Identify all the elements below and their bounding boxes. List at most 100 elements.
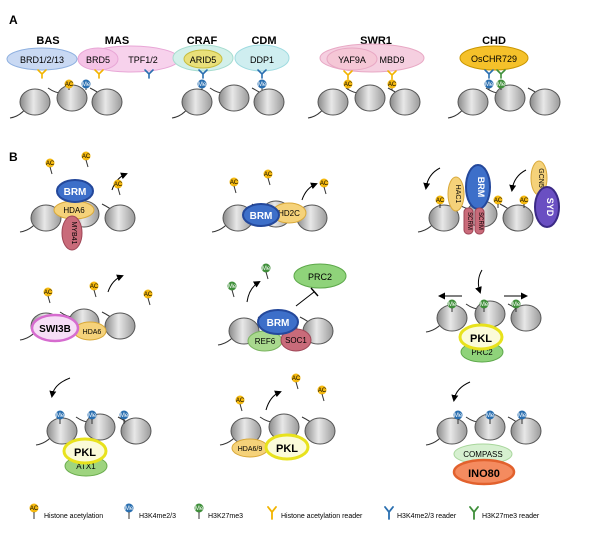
histone-marks-a: AC Me Me Me AC AC Me Me xyxy=(64,79,506,90)
svg-text:SWI3B: SWI3B xyxy=(39,324,71,335)
svg-text:BRD1/2/13: BRD1/2/13 xyxy=(20,55,64,65)
svg-text:AC: AC xyxy=(230,180,239,186)
legend-label-acetyl-reader: Histone acetylation reader xyxy=(281,513,363,520)
protein-brd1213: BRD1/2/13 xyxy=(6,47,78,71)
group-title-chd: CHD xyxy=(482,35,506,47)
svg-text:Me: Me xyxy=(486,413,495,419)
chromatin-a-1 xyxy=(9,84,123,119)
svg-text:AC: AC xyxy=(520,198,529,204)
svg-text:BRD5: BRD5 xyxy=(86,55,110,65)
protein-ddp1: DDP1 xyxy=(234,44,290,72)
cell-pkl-prc2: PRC2 PKL Me Me Me xyxy=(438,269,528,363)
protein-brd5-tpf12: BRD5 TPF1/2 xyxy=(77,45,180,73)
chromatin-b-8 xyxy=(219,413,336,446)
svg-text:TPF1/2: TPF1/2 xyxy=(128,55,158,65)
svg-text:YAF9A: YAF9A xyxy=(338,55,366,65)
svg-text:AC: AC xyxy=(46,161,55,167)
histone-acetylation-icon: AC xyxy=(29,503,39,519)
svg-text:PRC2: PRC2 xyxy=(471,348,493,357)
svg-text:AC: AC xyxy=(494,198,503,204)
svg-text:Me: Me xyxy=(262,266,271,272)
svg-text:SOC1: SOC1 xyxy=(285,336,307,345)
svg-text:BRM: BRM xyxy=(476,177,486,198)
h3k4-reader-icon xyxy=(384,506,394,520)
acetylation-reader-icon xyxy=(267,506,277,520)
svg-text:Me: Me xyxy=(497,82,506,88)
svg-text:AC: AC xyxy=(344,82,353,88)
panel-a-letter: A xyxy=(9,13,18,27)
svg-text:AC: AC xyxy=(318,388,327,394)
svg-text:Me: Me xyxy=(228,284,237,290)
svg-text:GCN5: GCN5 xyxy=(537,168,544,188)
svg-text:REF6: REF6 xyxy=(255,337,276,346)
svg-text:Me: Me xyxy=(448,302,457,308)
legend-label-h3k4-reader: H3K4me2/3 reader xyxy=(397,513,457,520)
svg-text:HDA6: HDA6 xyxy=(83,329,102,336)
legend-label-h3k4: H3K4me2/3 xyxy=(139,513,176,520)
svg-text:AC: AC xyxy=(114,182,123,188)
svg-text:PRC2: PRC2 xyxy=(308,272,332,282)
legend-label-h3k27-reader: H3K27me3 reader xyxy=(482,513,540,520)
svg-text:Me: Me xyxy=(120,413,129,419)
protein-oschr729: OsCHR729 xyxy=(459,45,529,71)
svg-text:AC: AC xyxy=(30,506,39,512)
svg-text:Me: Me xyxy=(82,82,91,88)
svg-text:AC: AC xyxy=(292,376,301,382)
cell-brm-hd2c: HD2C BRM AC AC AC xyxy=(229,169,329,227)
svg-text:BRM: BRM xyxy=(64,187,87,198)
svg-text:AC: AC xyxy=(236,398,245,404)
svg-text:Me: Me xyxy=(56,413,65,419)
svg-text:Me: Me xyxy=(485,82,494,88)
cell-pkl-hda69: HDA6/9 PKL AC AC AC xyxy=(231,373,327,461)
cell-ino80: COMPASS INO80 Me Me Me xyxy=(451,381,527,486)
svg-text:HDA6: HDA6 xyxy=(63,206,85,215)
cell-pkl-atx1: ATX1 PKL Me Me Me xyxy=(49,377,129,477)
svg-text:AC: AC xyxy=(264,172,273,178)
svg-text:PKL: PKL xyxy=(470,333,492,345)
svg-text:HAC1: HAC1 xyxy=(454,185,461,204)
cell-brm-prc2: PRC2 REF6 SOC1 BRM Me Me xyxy=(227,263,347,352)
group-title-bas: BAS xyxy=(36,35,59,47)
h3k27-reader-icon xyxy=(469,506,479,520)
svg-text:Me: Me xyxy=(195,506,204,512)
legend-label-acetylation: Histone acetylation xyxy=(44,513,103,520)
svg-text:Me: Me xyxy=(198,82,207,88)
svg-text:Me: Me xyxy=(480,302,489,308)
svg-text:MYB41: MYB41 xyxy=(70,222,77,245)
svg-text:SCRM: SCRM xyxy=(466,212,472,230)
svg-text:AC: AC xyxy=(436,198,445,204)
svg-text:BRM: BRM xyxy=(267,318,290,329)
svg-text:AC: AC xyxy=(65,82,74,88)
protein-arid5: ARID5 xyxy=(172,44,234,72)
group-title-mas: MAS xyxy=(105,35,129,47)
svg-text:AC: AC xyxy=(90,284,99,290)
svg-text:AC: AC xyxy=(388,82,397,88)
svg-text:HD2C: HD2C xyxy=(278,209,300,218)
chromatin-a-3 xyxy=(307,84,421,119)
h3k4me23-icon: Me xyxy=(124,503,134,519)
h3k27me3-icon: Me xyxy=(194,503,204,519)
svg-text:Me: Me xyxy=(258,82,267,88)
svg-text:AC: AC xyxy=(44,290,53,296)
svg-text:HDA6/9: HDA6/9 xyxy=(238,446,263,453)
chromatin-b-9 xyxy=(425,413,542,446)
svg-text:COMPASS: COMPASS xyxy=(463,450,502,459)
svg-text:INO80: INO80 xyxy=(468,468,500,480)
cell-brm-hac1: HAC1 BRM SCRM SCRM GCN5 SYD AC AC AC xyxy=(423,160,560,235)
svg-text:SYD: SYD xyxy=(545,198,555,217)
chromatin-a-4 xyxy=(447,84,561,119)
panel-b-letter: B xyxy=(9,150,18,164)
svg-text:Me: Me xyxy=(88,413,97,419)
svg-text:Me: Me xyxy=(512,302,521,308)
svg-text:PKL: PKL xyxy=(276,443,298,455)
svg-text:Me: Me xyxy=(125,506,134,512)
protein-yaf9a-mbd9: YAF9A MBD9 xyxy=(319,43,425,73)
svg-text:AC: AC xyxy=(82,154,91,160)
chromatin-a-2 xyxy=(171,84,285,119)
svg-text:AC: AC xyxy=(320,181,329,187)
svg-text:SCRM: SCRM xyxy=(477,212,483,230)
svg-text:BRM: BRM xyxy=(250,211,273,222)
svg-text:Me: Me xyxy=(454,413,463,419)
group-title-craf: CRAF xyxy=(187,35,218,47)
